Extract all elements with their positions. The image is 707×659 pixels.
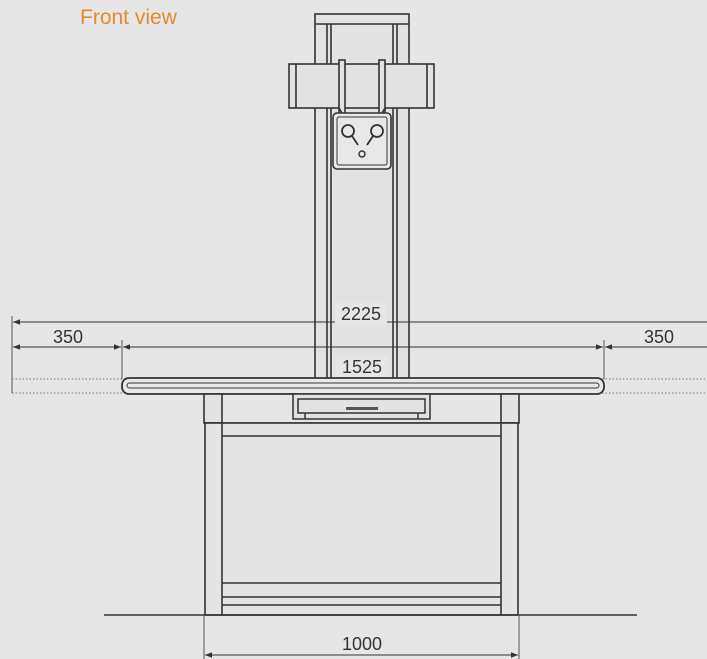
- dim-label-left: 350: [53, 327, 83, 347]
- dim-label-tabletop: 1525: [342, 357, 382, 377]
- tube-head: [288, 59, 435, 123]
- dim-label-total: 2225: [341, 304, 381, 324]
- indicator-dot: [358, 150, 366, 158]
- magnifier-right-icon: [366, 124, 384, 146]
- control-panel: [332, 112, 392, 170]
- dim-label-base: 1000: [342, 634, 382, 654]
- bucky-tray: [292, 393, 431, 420]
- base: [203, 393, 520, 616]
- tabletop: [121, 377, 605, 395]
- extension-lines: [11, 316, 605, 659]
- magnifier-left-icon: [341, 124, 359, 146]
- dim-label-right: 350: [644, 327, 674, 347]
- tabletop-extension-outline: [11, 378, 707, 394]
- view-title: Front view: [80, 6, 177, 29]
